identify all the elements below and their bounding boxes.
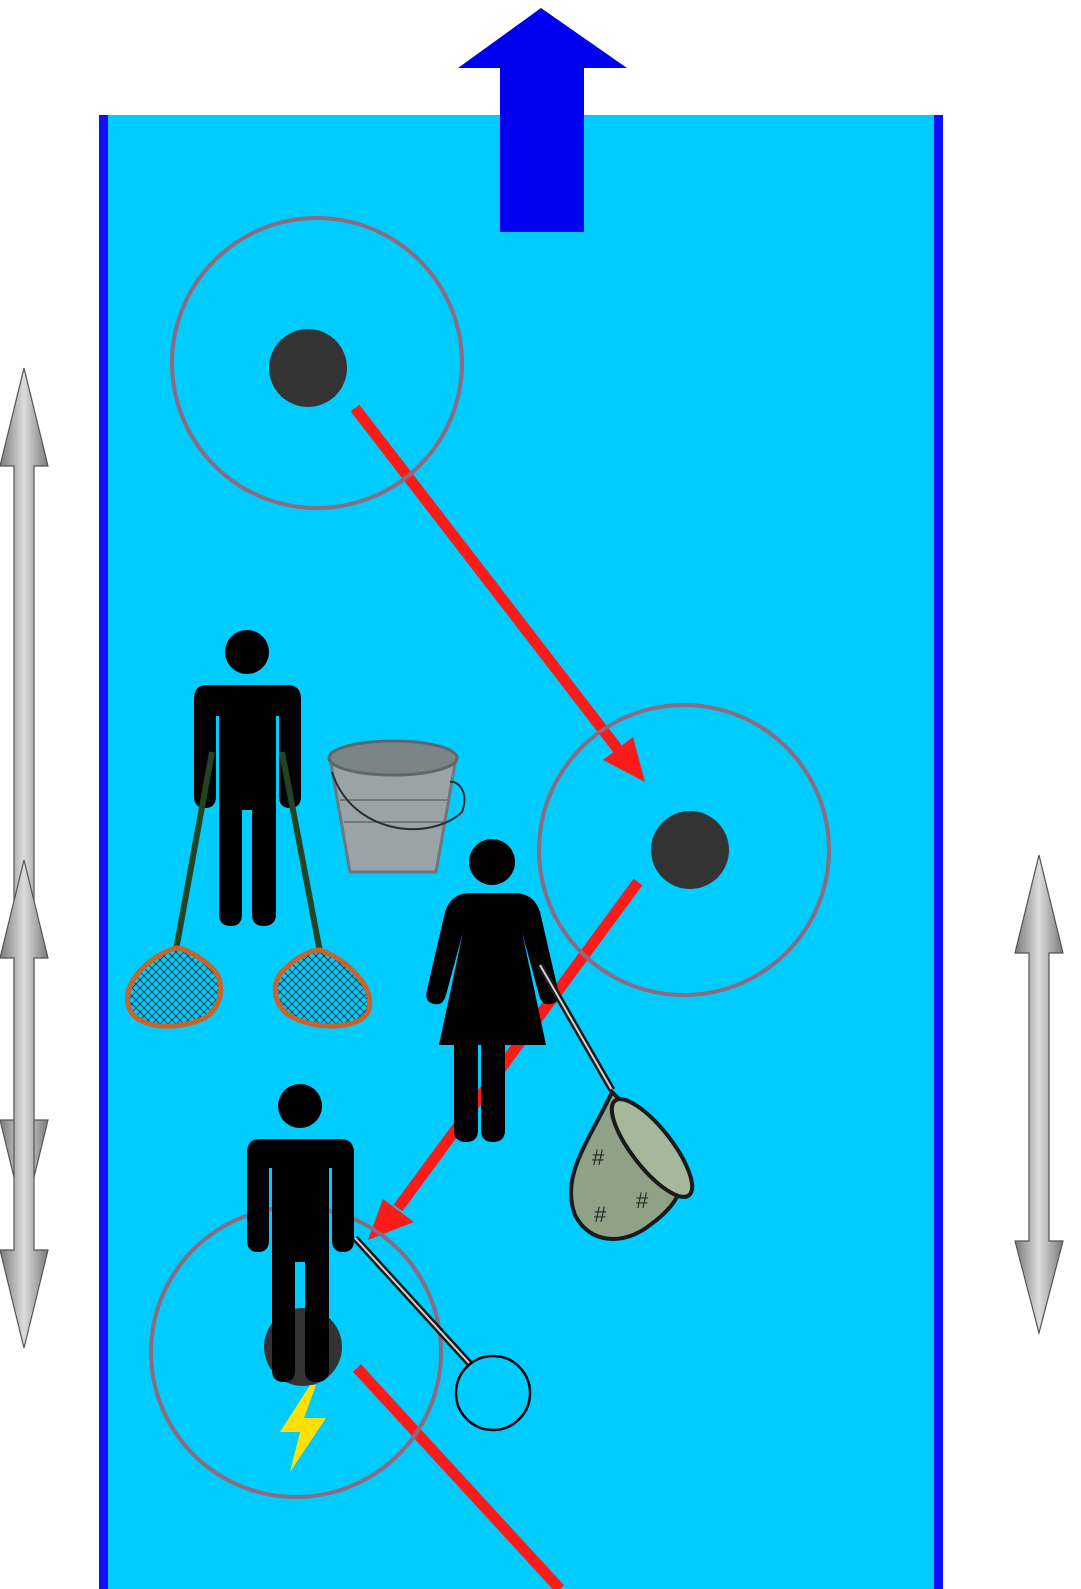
electrode-point [651,811,729,889]
svg-text:#: # [636,1188,649,1213]
double-arrow-icon [1015,855,1063,1333]
right-bank [934,115,943,1589]
double-arrow-icon [0,860,48,1348]
electrode-point [269,329,347,407]
svg-text:#: # [592,1145,605,1170]
svg-text:#: # [594,1202,607,1227]
left-bank [99,115,108,1589]
